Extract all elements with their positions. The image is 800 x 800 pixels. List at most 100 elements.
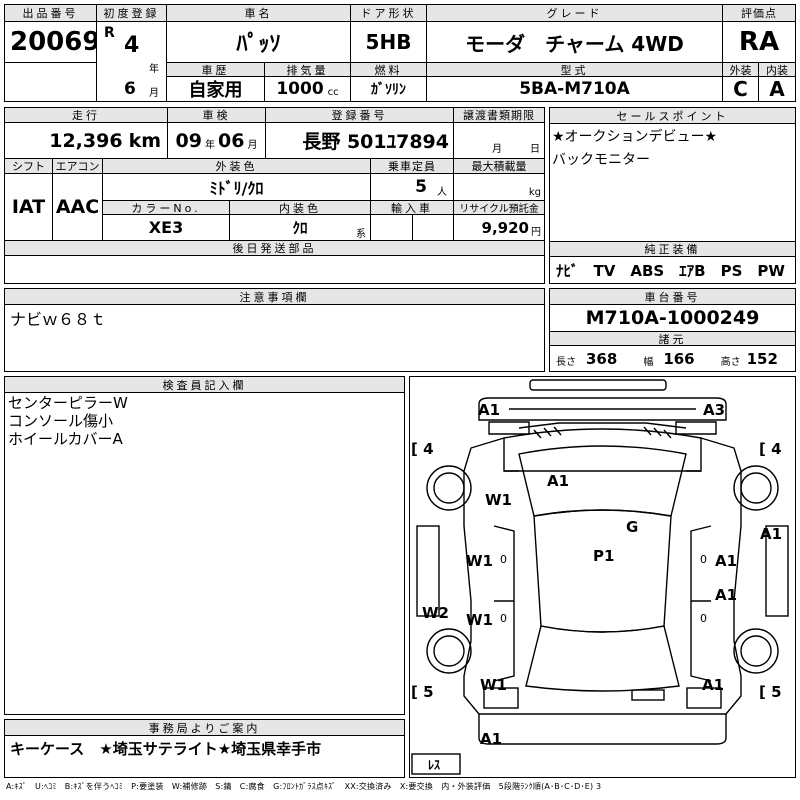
shift: IAT — [5, 174, 53, 240]
left-rocker-panel — [416, 525, 440, 617]
mileage-header: 走行 — [5, 108, 168, 123]
zero-mark-1: 0 — [500, 553, 507, 566]
plate: 長野 501ﾕ7894 — [266, 123, 454, 158]
notes-value: ナビｗ６８ｔ — [10, 310, 107, 329]
later-parts-header: 後日発送部品 — [5, 240, 544, 256]
office-value: キーケース ★埼玉サテライト★埼玉県幸手市 — [10, 739, 322, 758]
tire-rear-left-value: 5 — [423, 683, 434, 701]
mark-front-right: A3 — [703, 401, 726, 419]
mark-roof-p: P1 — [593, 547, 615, 565]
door: 5HB — [351, 22, 427, 62]
inspector-header: 検査員記入欄 — [5, 377, 404, 393]
width: 166 — [663, 349, 695, 368]
first-reg-header: 初度登録 — [97, 5, 167, 22]
import-box — [371, 215, 454, 240]
spare-tire: ﾚｽ — [428, 758, 441, 772]
loadcap-unit: kg — [528, 186, 541, 198]
car-name: ﾊﾟｯｿ — [167, 22, 351, 62]
capacity-header: 乗車定員 — [371, 158, 454, 174]
fuel: ｶﾞｿﾘﾝ — [351, 77, 427, 101]
insp-year-unit: 年 — [205, 140, 215, 151]
score: RA — [738, 27, 780, 57]
recycle-header: リサイクル預託金 — [454, 200, 544, 215]
reg-month: 6 — [124, 79, 136, 99]
height: 152 — [746, 349, 778, 368]
mileage: 12,396 — [49, 129, 123, 152]
tire-front-right: [ 4 — [759, 440, 782, 458]
rear-lamp-left — [483, 687, 519, 709]
score-header: 評価点 — [723, 5, 795, 22]
cc-unit: cc — [327, 86, 339, 98]
zero-mark-3: 0 — [500, 612, 507, 625]
tire-front-left: [ 4 — [411, 440, 434, 458]
mark-left-fender: W1 — [485, 491, 512, 509]
front-bumper — [478, 397, 727, 421]
transfer-header: 譲渡書類期限 — [454, 108, 544, 123]
zero-mark-2: 0 — [700, 553, 707, 566]
rear-lamp-right — [686, 687, 722, 709]
mark-right-door-rear: A1 — [715, 586, 738, 604]
plate-header: 登録番号 — [266, 108, 454, 123]
color-header: 外装色 — [103, 158, 371, 174]
reg-era: R — [104, 25, 115, 41]
capacity-box: 5 人 — [371, 174, 454, 200]
reg-month-unit: 月 — [149, 88, 159, 99]
model: 5BA-M710A — [427, 77, 723, 101]
inspection-header: 車検 — [168, 108, 266, 123]
mark-rear-bumper: A1 — [480, 730, 503, 748]
rear-strip — [631, 689, 665, 701]
front-lamp-right — [675, 421, 717, 435]
windshield — [518, 445, 687, 517]
inspection-box: 09 年 06 月 — [168, 123, 266, 158]
auction-no: 20069 — [5, 22, 97, 62]
import-header: 輸入車 — [371, 200, 454, 215]
ac: AAC — [53, 174, 103, 240]
capacity-unit: 人 — [437, 186, 447, 198]
interior-header: 内装 — [759, 62, 795, 77]
shift-header: シフト — [5, 158, 53, 174]
insp-year: 09 — [175, 129, 202, 152]
length: 368 — [586, 349, 618, 368]
displacement-box: 1000 cc — [265, 77, 351, 101]
body-outline — [463, 437, 742, 715]
first-reg-box — [97, 22, 167, 101]
displacement: 1000 — [276, 79, 324, 99]
sales-line-2: バックモニター — [552, 152, 650, 168]
recycle: 9,920 — [481, 218, 529, 237]
equip: ﾅﾋﾞ TV ABS ｴｱB PS PW — [556, 261, 785, 280]
door-header: ドア形状 — [351, 5, 427, 22]
interior: A — [769, 77, 785, 101]
mark-left-quarter: W1 — [480, 676, 507, 694]
model-header: 型式 — [427, 62, 723, 77]
inspector-line-1: センターピラーW — [8, 394, 128, 412]
rear-window — [525, 625, 680, 692]
recycle-unit: 円 — [531, 226, 541, 238]
specs-header: 諸元 — [550, 331, 795, 346]
auction-no-header: 出品番号 — [5, 5, 97, 22]
wheel-front-left — [426, 465, 472, 511]
history: 自家用 — [167, 77, 265, 101]
right-rocker-panel — [765, 525, 789, 617]
spare-tire-box — [411, 753, 461, 775]
mark-left-rocker: W2 — [422, 604, 449, 622]
tire-front-right-value: 4 — [771, 440, 782, 458]
notes-header: 注意事項欄 — [5, 289, 544, 305]
displacement-header: 排気量 — [265, 62, 351, 77]
recycle-box: 9,920 円 — [454, 215, 544, 240]
specs-row: 長さ 368 幅 166 高さ 152 — [550, 346, 795, 371]
int-color: ｸﾛ — [292, 219, 308, 237]
fuel-header: 燃料 — [351, 62, 427, 77]
zero-mark-4: 0 — [700, 612, 707, 625]
car-name-header: 車名 — [167, 5, 351, 22]
transfer-day-unit: 日 — [530, 144, 540, 155]
int-color-box: ｸﾛ 系 — [230, 215, 371, 240]
hood-outline — [503, 428, 702, 472]
tire-rear-left: [ 5 — [411, 683, 434, 701]
ac-header: エアコン — [53, 158, 103, 174]
exterior-header: 外装 — [723, 62, 759, 77]
color: ﾐﾄﾞﾘ/ｸﾛ — [103, 174, 371, 200]
width-label: 幅 — [643, 357, 654, 368]
mark-roof-g: G — [626, 518, 639, 536]
insp-month-unit: 月 — [247, 140, 258, 151]
history-header: 車歴 — [167, 62, 265, 77]
